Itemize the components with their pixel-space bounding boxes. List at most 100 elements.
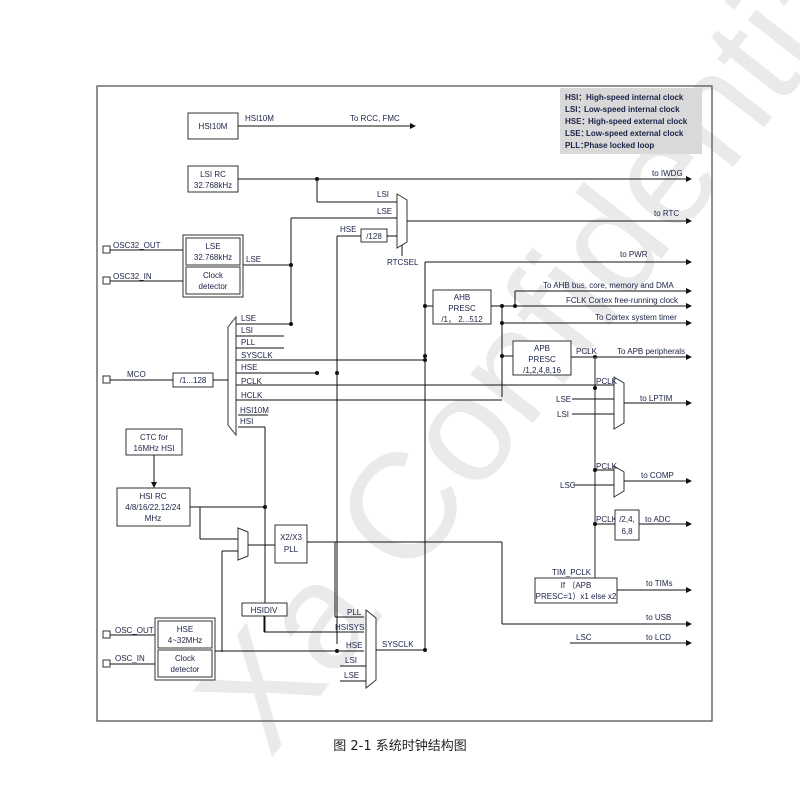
svg-text:HSI RC: HSI RC [139,492,166,501]
osc32-out-pin[interactable]: OSC32_OUT [102,241,183,254]
svg-text:Clock: Clock [175,654,196,663]
legend-item: HSI：High-speed internal clock [565,93,684,102]
svg-text:HSE: HSE [177,625,193,634]
svg-text:High-speed external clock: High-speed external clock [588,117,688,126]
sysclk-input: HSISYS [335,623,364,632]
sysclk-mux-inputs: PLL HSISYS HSE LSI LSE [335,608,366,682]
svg-text:HSI：: HSI： [565,93,586,102]
mco-mux-inputs: LSE LSI PLL SYSCLK HSE PCLK HCLK HSI10M … [236,314,502,428]
svg-text:/1...128: /1...128 [180,376,207,385]
svg-text:OSC32_OUT: OSC32_OUT [113,241,161,250]
adc-pclk-label: PCLK [596,515,618,524]
figure-caption: 图 2-1 系统时钟结构图 [333,739,467,754]
svg-text:/1,2,4,8,16: /1,2,4,8,16 [523,366,561,375]
tim-multiplier: If （APB PRESC=1）x1 else x2 [534,577,618,604]
comp-pclk-label: PCLK [596,462,618,471]
svg-text:If （APB: If （APB [561,581,592,590]
lptim-lsi-label: LSI [557,410,569,419]
hsidiv-block: HSIDIV [241,602,288,617]
apb-prescaler: APB PRESC /1,2,4,8,16 [512,340,572,376]
rtc-lse-label: LSE [377,207,392,216]
sysclk-input: PLL [347,608,362,617]
svg-text:Clock: Clock [203,271,224,280]
mco-pin[interactable]: MCO [102,370,173,384]
svg-text:detector: detector [199,282,228,291]
hsi10m-signal-label: HSI10M [245,114,274,123]
to-systick-label: To Cortex system timer [595,313,677,322]
lptim-mux [613,376,625,430]
svg-text:AHB: AHB [454,293,470,302]
mco-input: LSE [241,314,256,323]
hse-oscillator: HSE 4~32MHz Clock detector [154,617,216,681]
to-pwr-label: to PWR [620,250,648,259]
svg-text:Low-speed external clock: Low-speed external clock [586,129,684,138]
legend-item: PLL：Phase locked loop [565,141,654,150]
svg-text:/128: /128 [366,232,382,241]
svg-text:HSI10M: HSI10M [199,122,228,131]
svg-text:CTC for: CTC for [140,433,168,442]
svg-text:4/8/16/22.12/24: 4/8/16/22.12/24 [125,503,181,512]
lcd-lsc-label: LSC [576,633,592,642]
diagram-frame [96,85,713,722]
sysclk-input: LSE [344,671,359,680]
osc-in-pin[interactable]: OSC_IN [102,654,155,668]
legend-item: HSE：High-speed external clock [565,117,688,126]
svg-text:MCO: MCO [127,370,146,379]
svg-text:PRESC=1）x1 else x2: PRESC=1）x1 else x2 [536,592,617,601]
svg-text:HSE：: HSE： [565,117,589,126]
svg-text:6,8: 6,8 [621,527,633,536]
svg-text:detector: detector [171,665,200,674]
svg-text:LSE：: LSE： [565,129,589,138]
svg-text:High-speed internal clock: High-speed internal clock [586,93,684,102]
svg-text:/2,4,: /2,4, [619,515,635,524]
lsi-rc-block: LSI RC 32.768kHz [187,165,239,193]
lse-oscillator: LSE 32.768kHz Clock detector [182,234,244,298]
tim-pclk-label: TIM_PCLK [552,568,592,577]
sysclk-input: HSE [346,641,362,650]
svg-text:LSI RC: LSI RC [200,170,226,179]
osc-out-pin[interactable]: OSC_OUT [102,626,155,639]
mco-input: HSI [240,417,253,426]
svg-text:OSC_IN: OSC_IN [115,654,145,663]
svg-text:OSC_OUT: OSC_OUT [115,626,154,635]
mco-input: SYSCLK [241,351,273,360]
ctc-block: CTC for 16MHz HSI [125,428,183,456]
mco-input: LSI [241,326,253,335]
svg-text:MHz: MHz [145,514,161,523]
mco-mux [227,315,237,437]
svg-text:PRESC: PRESC [528,355,556,364]
adc-divider: /2,4, 6,8 [614,509,640,541]
sysclk-input: LSI [345,656,357,665]
comp-mux [613,465,625,498]
svg-text:32.768kHz: 32.768kHz [194,181,232,190]
svg-text:16MHz HSI: 16MHz HSI [134,444,175,453]
to-ahb-label: To AHB bus, core, memory and DMA [543,281,674,290]
to-rcc-fmc-label: To RCC, FMC [350,114,400,123]
div128-block: /128 [360,228,388,243]
to-adc-label: to ADC [645,515,671,524]
svg-text:X2/X3: X2/X3 [280,533,302,542]
svg-text:Phase locked loop: Phase locked loop [584,141,654,150]
svg-text:PRESC: PRESC [448,304,476,313]
lptim-pclk-label: PCLK [596,377,618,386]
svg-text:Low-speed internal clock: Low-speed internal clock [584,105,680,114]
legend-item: LSE：Low-speed external clock [565,129,684,138]
to-rtc-label: to RTC [654,209,679,218]
rtcsel-label: RTCSEL [387,258,419,267]
svg-text:32.768kHz: 32.768kHz [194,253,232,262]
mco-input: HSE [241,363,257,372]
mco-divider: /1...128 [172,372,214,388]
sysclk-mux [365,608,377,690]
fclk-label: FCLK Cortex free-running clock [566,296,679,305]
legend-item: LSI：Low-speed internal clock [565,105,680,114]
svg-text:PLL：: PLL： [565,141,588,150]
hsi10m-block: HSI10M [187,112,239,140]
legend: HSI：High-speed internal clock LSI：Low-sp… [560,88,702,154]
to-comp-label: to COMP [641,471,674,480]
osc32-in-pin[interactable]: OSC32_IN [102,272,183,285]
svg-text:LSE: LSE [205,242,220,251]
to-usb-label: to USB [646,613,671,622]
hsi-rc-block: HSI RC 4/8/16/22.12/24 MHz [116,487,191,527]
rtc-hse-label: HSE [340,225,356,234]
